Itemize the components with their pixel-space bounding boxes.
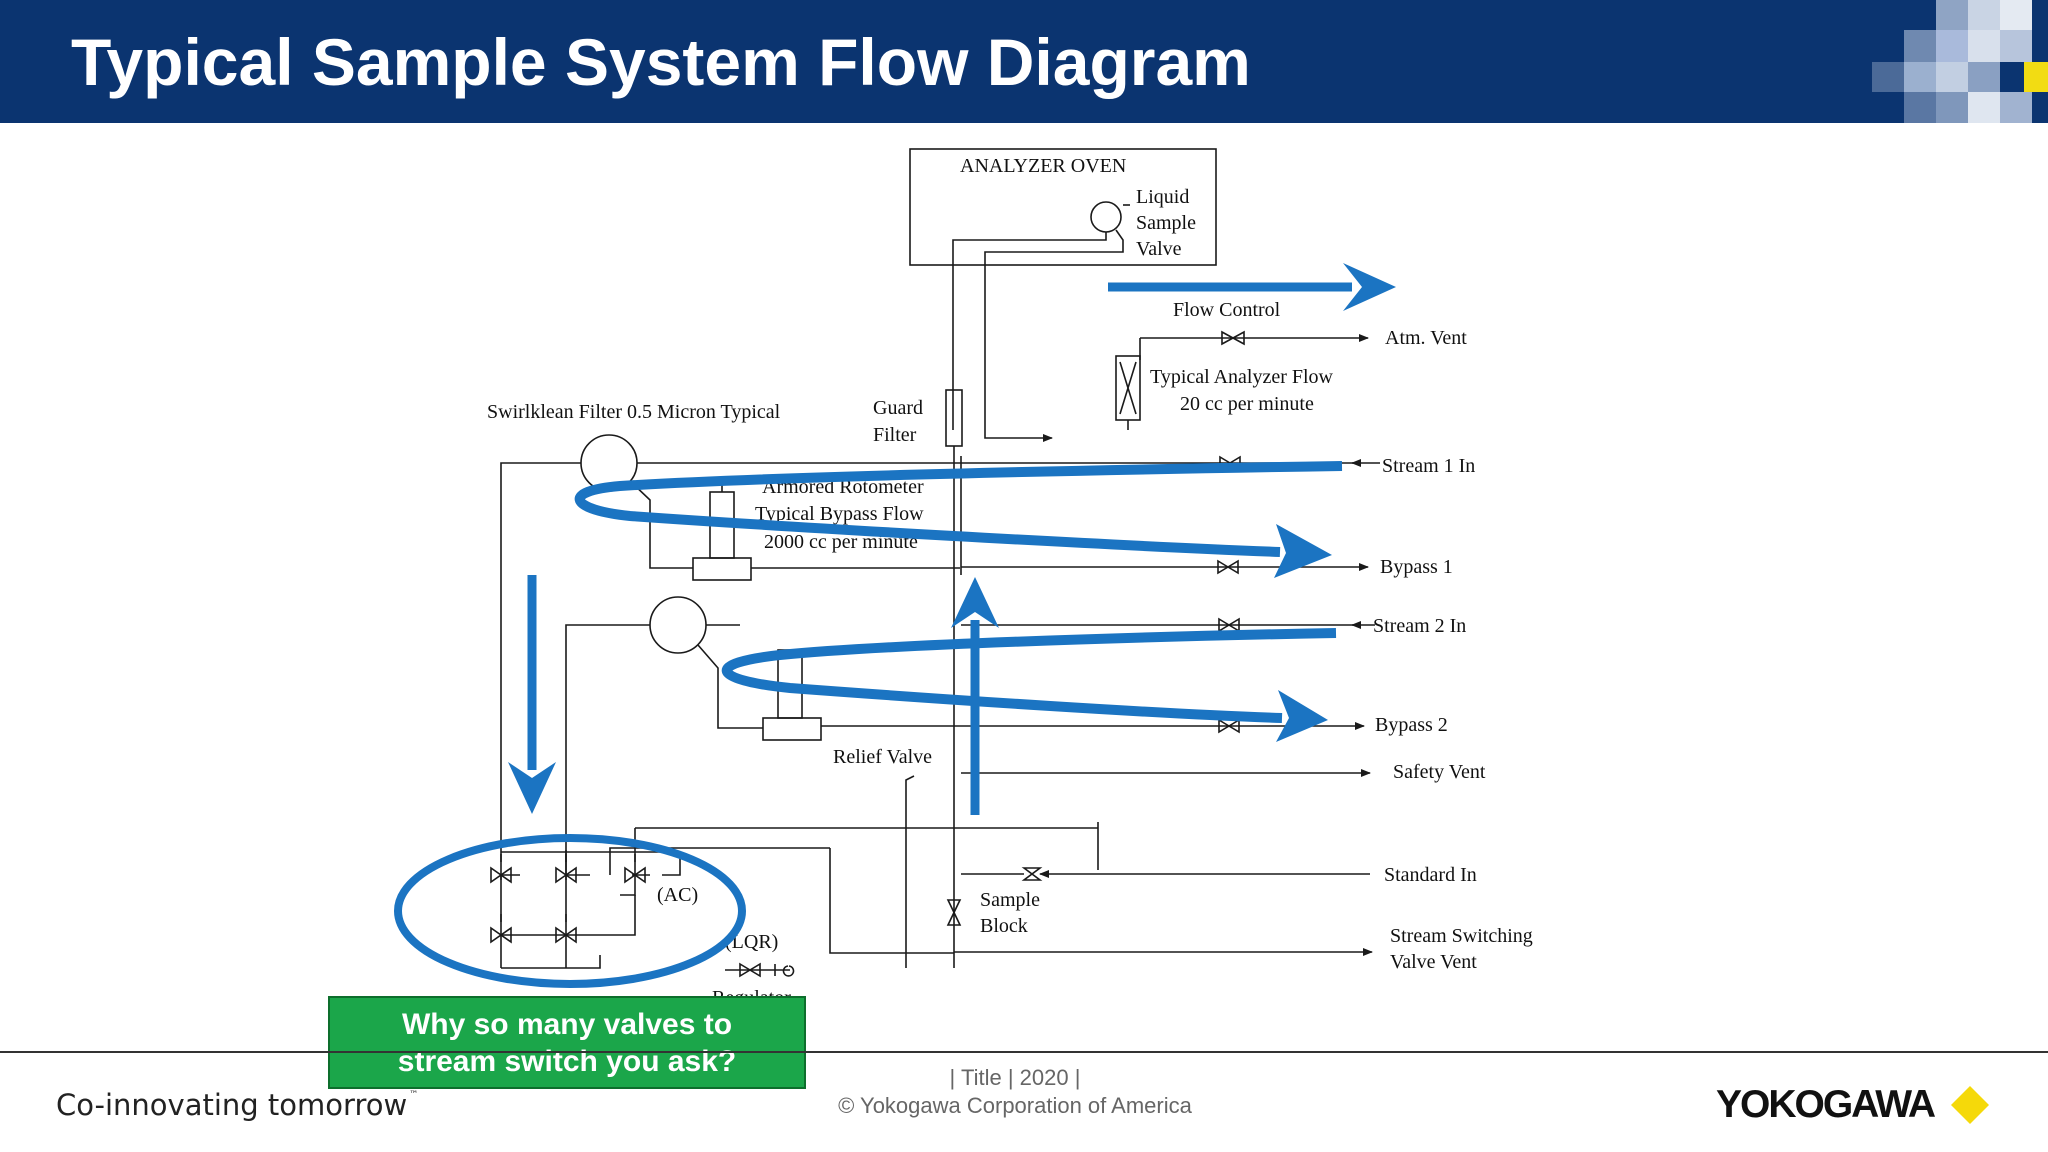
down-to-valves-arrowhead: [508, 762, 556, 814]
footer-divider: [0, 1051, 2048, 1053]
annotation-overlay: [394, 263, 1396, 988]
stream-1-in-label: Stream 1 In: [1382, 455, 1475, 477]
sample-block-line-1: Sample: [980, 889, 1040, 911]
yokogawa-logo-text: YOKOGAWA: [1716, 1083, 1936, 1126]
switching-valve-2: [555, 866, 577, 884]
liquid-sample-valve-line-3: Valve: [1136, 238, 1182, 260]
logo-diamond-icon: [1951, 1086, 1989, 1124]
trademark-mark: ™: [409, 1090, 419, 1100]
stream-2-in-label: Stream 2 In: [1373, 615, 1466, 637]
switching-valve-5: [555, 926, 577, 944]
footer-meta: | Title | 2020 | © Yokogawa Corporation …: [815, 1064, 1215, 1120]
regulator-symbol: [739, 962, 761, 978]
lqr-label: (LQR): [725, 931, 778, 953]
atm-vent-label: Atm. Vent: [1385, 327, 1467, 349]
swirlklean-filter-2-symbol: [649, 596, 707, 654]
safety-vent-label: Safety Vent: [1393, 761, 1486, 783]
liquid-sample-valve-line-2: Sample: [1136, 212, 1196, 234]
relief-valve-label: Relief Valve: [833, 746, 932, 768]
callout-line-2: stream switch you ask?: [397, 1045, 737, 1078]
typical-analyzer-flow-line-1: Typical Analyzer Flow: [1150, 366, 1334, 388]
stream-1-bypass-arrow: [575, 461, 1343, 557]
footer-copyright: © Yokogawa Corporation of America: [838, 1093, 1192, 1118]
slide-title: Typical Sample System Flow Diagram: [71, 25, 1251, 99]
guard-filter-line-1: Guard: [873, 397, 923, 419]
bypass-1-label: Bypass 1: [1380, 556, 1453, 578]
callout-line-1: Why so many valves to: [401, 1008, 733, 1041]
decorative-mosaic: [1872, 0, 2048, 123]
typical-bypass-flow-line-1: Typical Bypass Flow: [755, 503, 924, 525]
sample-up-arrowhead: [951, 577, 999, 628]
switching-valve-1: [490, 866, 512, 884]
bypass-2-label: Bypass 2: [1375, 714, 1448, 736]
liquid-sample-valve-symbol: [1090, 201, 1122, 233]
oven-flow-arrowhead: [1343, 263, 1396, 311]
stream-switching-vent-line-2: Valve Vent: [1390, 951, 1477, 973]
guard-filter-line-2: Filter: [873, 424, 917, 446]
sample-block-line-2: Block: [980, 915, 1028, 937]
typical-analyzer-flow-line-2: 20 cc per minute: [1180, 393, 1314, 415]
footer-title-year: | Title | 2020 |: [949, 1065, 1081, 1090]
title-bar: Typical Sample System Flow Diagram: [0, 0, 2048, 123]
flow-diagram: ANALYZER OVEN Liquid Sample Valve Flow C…: [394, 148, 1533, 1009]
question-callout: Why so many valves to stream switch you …: [328, 996, 806, 1089]
stream-2-bypass-arrow: [721, 628, 1337, 723]
analyzer-oven-label: ANALYZER OVEN: [960, 155, 1126, 177]
stream-2-bypass-arrowhead: [1276, 690, 1328, 742]
swirlklean-filter-label: Swirlklean Filter 0.5 Micron Typical: [487, 401, 781, 423]
liquid-sample-valve-line-1: Liquid: [1136, 186, 1189, 208]
stream-switching-vent-line-1: Stream Switching: [1390, 925, 1533, 947]
valve-bank-highlight-ellipse: [394, 834, 746, 988]
standard-in-label: Standard In: [1384, 864, 1477, 886]
switching-valve-4: [490, 926, 512, 944]
flow-control-label: Flow Control: [1173, 299, 1281, 321]
tagline-text: Co-innovating tomorrow: [56, 1088, 408, 1122]
switching-valve-3: [624, 866, 646, 884]
analyzer-oven-box: [909, 148, 1217, 266]
ac-label: (AC): [657, 884, 698, 906]
stream-1-bypass-arrowhead: [1274, 524, 1332, 578]
guard-filter-symbol: [945, 389, 963, 447]
